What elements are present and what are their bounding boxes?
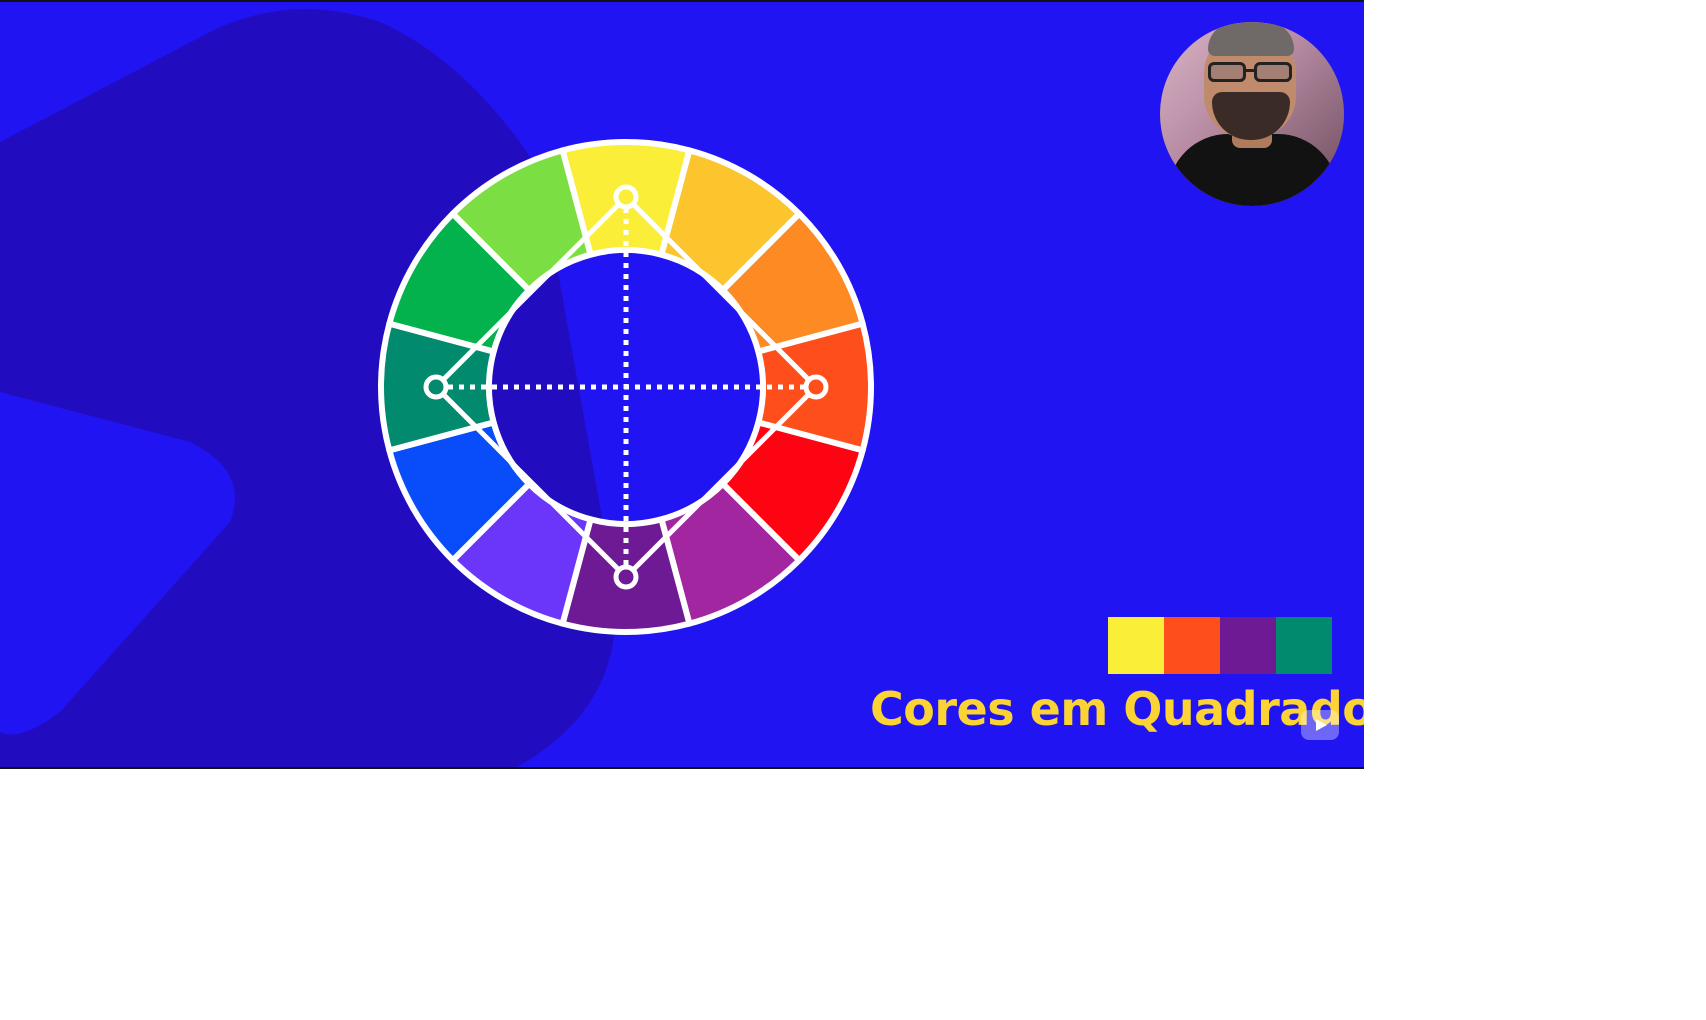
palette-swatch-1	[1108, 617, 1164, 674]
scheme-marker-violet	[613, 564, 639, 590]
color-palette	[1108, 617, 1332, 674]
palette-swatch-2	[1164, 617, 1220, 674]
scheme-marker-blue-green	[423, 374, 449, 400]
palette-swatch-3	[1220, 617, 1276, 674]
palette-swatch-4	[1276, 617, 1332, 674]
background-shape	[0, 9, 616, 767]
video-player-logo-icon[interactable]	[1301, 710, 1339, 740]
presenter-webcam	[1160, 22, 1344, 206]
scheme-marker-red-orange	[803, 374, 829, 400]
slide-title: Cores em Quadrado	[870, 682, 1364, 736]
wheel-outer-outline	[378, 139, 874, 635]
color-wheel	[378, 139, 874, 635]
scheme-marker-yellow	[613, 184, 639, 210]
video-frame: Cores em Quadrado	[0, 0, 1364, 769]
